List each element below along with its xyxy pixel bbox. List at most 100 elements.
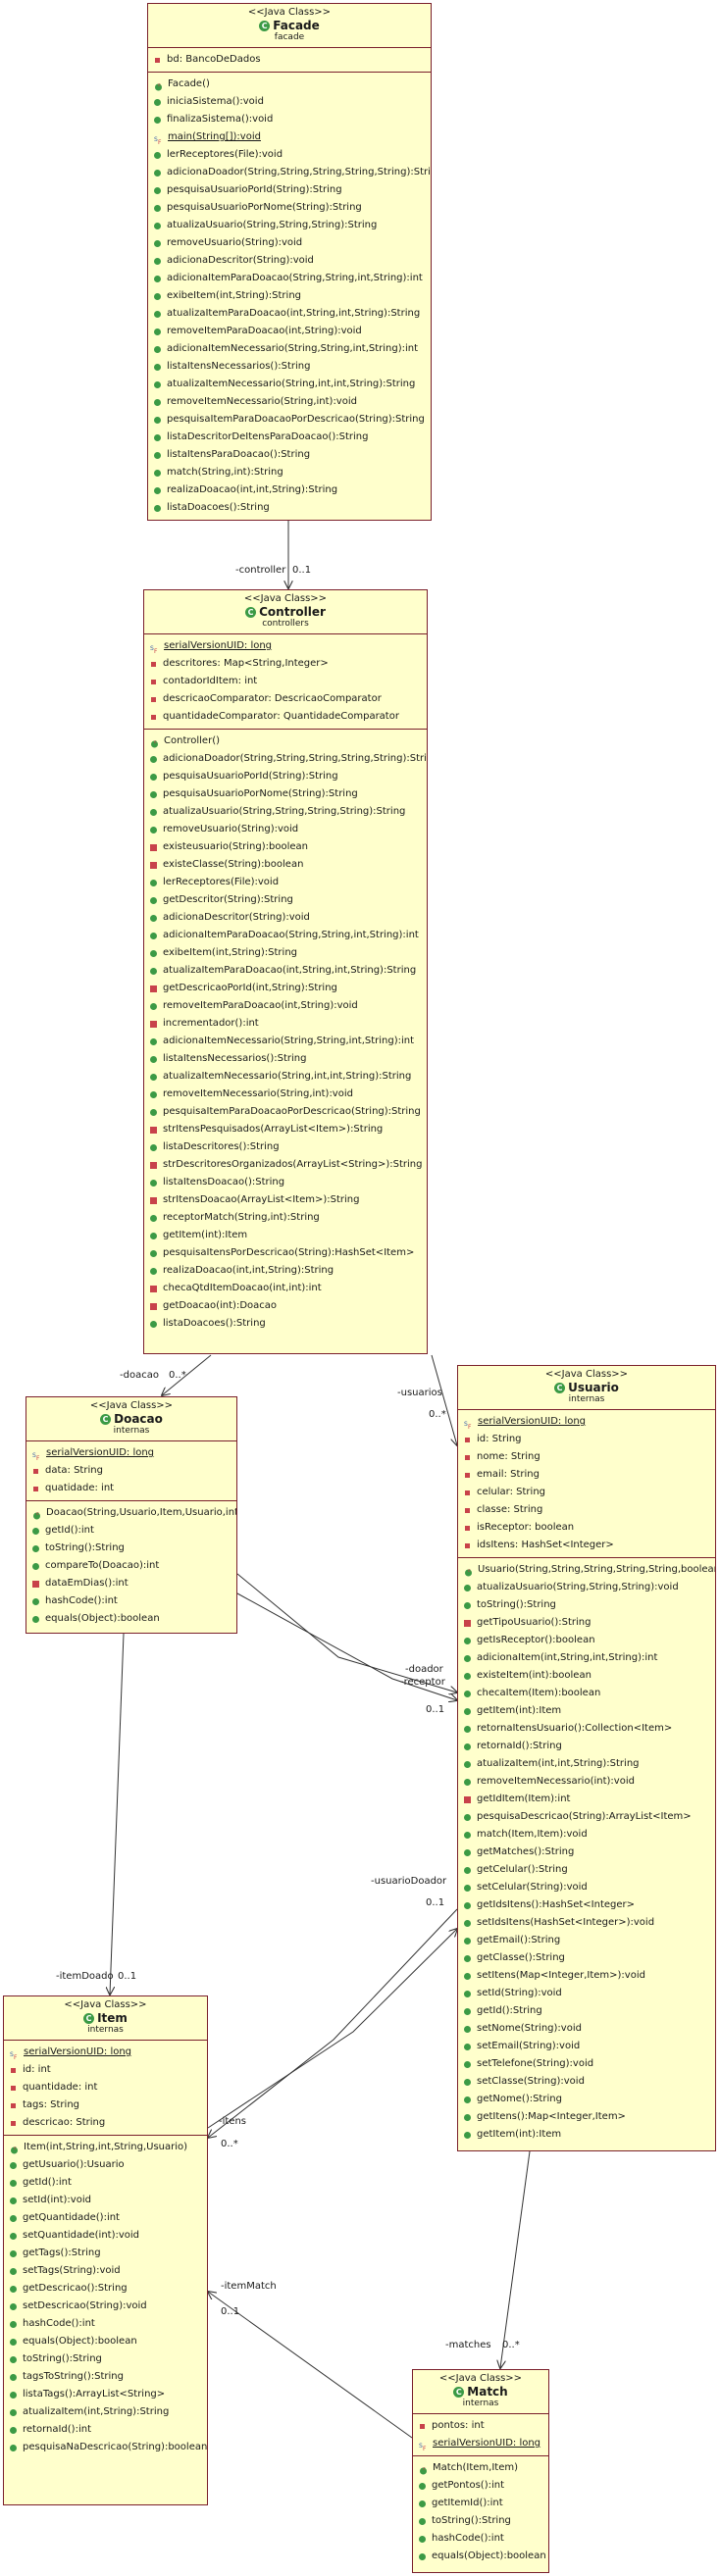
method-row[interactable]: hashCode():int — [4, 2315, 207, 2333]
method-row[interactable]: equals(Object):boolean — [26, 1610, 236, 1628]
field-row[interactable]: descricao: String — [4, 2114, 207, 2132]
method-row[interactable]: adicionaItemNecessario(String,String,int… — [148, 340, 431, 358]
method-row[interactable]: dataEmDias():int — [26, 1575, 236, 1592]
method-row[interactable]: adicionaItemParaDoacao(String,String,int… — [148, 270, 431, 287]
method-row[interactable]: strItensDoacao(ArrayList<Item>):String — [144, 1191, 427, 1209]
method-row[interactable]: removeUsuario(String):void — [148, 234, 431, 252]
method-row[interactable]: pesquisaNaDescricao(String):boolean — [4, 2439, 207, 2456]
method-row[interactable]: getItem(int):Item — [458, 2126, 715, 2144]
method-row[interactable]: listaTags():ArrayList<String> — [4, 2386, 207, 2403]
method-row[interactable]: setClasse(String):void — [458, 2073, 715, 2091]
method-row[interactable]: realizaDoacao(int,int,String):String — [144, 1262, 427, 1280]
method-row[interactable]: toString():String — [26, 1540, 236, 1557]
method-row[interactable]: atualizaUsuario(String,String,String):vo… — [458, 1579, 715, 1596]
method-row[interactable]: setIdsItens(HashSet<Integer>):void — [458, 1914, 715, 1932]
method-row[interactable]: getEmail():String — [458, 1932, 715, 1949]
field-row[interactable]: email: String — [458, 1466, 715, 1484]
method-row[interactable]: pesquisaItemParaDoacaoPorDescricao(Strin… — [148, 411, 431, 429]
method-row[interactable]: adicionaItem(int,String,int,String):int — [458, 1649, 715, 1667]
field-row[interactable]: tags: String — [4, 2096, 207, 2114]
method-row[interactable]: checaItem(Item):boolean — [458, 1685, 715, 1702]
field-row[interactable]: isReceptor: boolean — [458, 1519, 715, 1537]
field-row[interactable]: id: int — [4, 2061, 207, 2079]
method-row[interactable]: listaItensNecessarios():String — [148, 358, 431, 376]
method-row[interactable]: finalizaSistema():void — [148, 111, 431, 128]
method-row[interactable]: retornaItensUsuario():Collection<Item> — [458, 1720, 715, 1738]
method-row[interactable]: atualizaItem(int,int,String):String — [458, 1755, 715, 1773]
method-row[interactable]: setNome(String):void — [458, 2020, 715, 2038]
method-row[interactable]: match(Item,Item):void — [458, 1826, 715, 1844]
method-row[interactable]: listaItensNecessarios():String — [144, 1050, 427, 1068]
method-row[interactable]: lerReceptores(File):void — [144, 874, 427, 891]
method-row[interactable]: getDescricao():String — [4, 2280, 207, 2298]
method-row[interactable]: getTags():String — [4, 2245, 207, 2262]
method-row[interactable]: adicionaDescritor(String):void — [148, 252, 431, 270]
method-row[interactable]: getClasse():String — [458, 1949, 715, 1967]
method-row[interactable]: strItensPesquisados(ArrayList<Item>):Str… — [144, 1121, 427, 1138]
field-row[interactable]: idsItens: HashSet<Integer> — [458, 1537, 715, 1554]
method-row[interactable]: getId():int — [4, 2174, 207, 2192]
method-row[interactable]: setId(String):void — [458, 1985, 715, 2002]
method-row[interactable]: realizaDoacao(int,int,String):String — [148, 481, 431, 499]
method-row[interactable]: listaDescritores():String — [144, 1138, 427, 1156]
method-row[interactable]: exibeItem(int,String):String — [144, 944, 427, 962]
method-row[interactable]: getCelular():String — [458, 1861, 715, 1879]
method-row[interactable]: atualizaItemNecessario(String,int,int,St… — [144, 1068, 427, 1086]
method-row[interactable]: setCelular(String):void — [458, 1879, 715, 1896]
method-row[interactable]: pesquisaUsuarioPorNome(String):String — [148, 199, 431, 217]
method-row[interactable]: getTipoUsuario():String — [458, 1614, 715, 1632]
method-row[interactable]: adicionaItemNecessario(String,String,int… — [144, 1033, 427, 1050]
method-row[interactable]: getIdItem(Item):int — [458, 1791, 715, 1808]
method-row[interactable]: setTelefone(String):void — [458, 2055, 715, 2073]
method-row[interactable]: match(String,int):String — [148, 464, 431, 481]
method-row[interactable]: getQuantidade():int — [4, 2209, 207, 2227]
field-row[interactable]: descricaoComparator: DescricaoComparator — [144, 690, 427, 708]
method-row[interactable]: equals(Object):boolean — [413, 2548, 548, 2565]
method-row[interactable]: getIdsItens():HashSet<Integer> — [458, 1896, 715, 1914]
method-row[interactable]: atualizaItemParaDoacao(int,String,int,St… — [144, 962, 427, 980]
field-row[interactable]: data: String — [26, 1462, 236, 1480]
method-row[interactable]: getMatches():String — [458, 1844, 715, 1861]
method-row[interactable]: adicionaDoador(String,String,String,Stri… — [148, 164, 431, 181]
method-row[interactable]: pesquisaDescricao(String):ArrayList<Item… — [458, 1808, 715, 1826]
method-row[interactable]: atualizaUsuario(String,String,String):St… — [148, 217, 431, 234]
method-row[interactable]: listaItensDoacao():String — [144, 1174, 427, 1191]
method-row[interactable]: setTags(String):void — [4, 2262, 207, 2280]
method-row[interactable]: compareTo(Doacao):int — [26, 1557, 236, 1575]
method-row[interactable]: listaDoacoes():String — [148, 499, 431, 517]
method-row[interactable]: getPontos():int — [413, 2477, 548, 2495]
method-row[interactable]: getItens():Map<Integer,Item> — [458, 2108, 715, 2126]
method-row[interactable]: setQuantidade(int):void — [4, 2227, 207, 2245]
method-row[interactable]: strDescritoresOrganizados(ArrayList<Stri… — [144, 1156, 427, 1174]
method-row[interactable]: removeItemNecessario(String,int):void — [148, 393, 431, 411]
method-row[interactable]: getIsReceptor():boolean — [458, 1632, 715, 1649]
field-row[interactable]: pontos: int — [413, 2417, 548, 2435]
method-row[interactable]: removeUsuario(String):void — [144, 821, 427, 838]
method-row[interactable]: pesquisaItemParaDoacaoPorDescricao(Strin… — [144, 1103, 427, 1121]
method-row[interactable]: lerReceptores(File):void — [148, 146, 431, 164]
method-row[interactable]: hashCode():int — [26, 1592, 236, 1610]
method-row[interactable]: retornaId():int — [4, 2421, 207, 2439]
method-row[interactable]: toString():String — [413, 2512, 548, 2530]
method-row[interactable]: equals(Object):boolean — [4, 2333, 207, 2350]
method-row[interactable]: pesquisaUsuarioPorId(String):String — [144, 768, 427, 785]
method-row[interactable]: existeItem(int):boolean — [458, 1667, 715, 1685]
field-row[interactable]: bd: BancoDeDados — [148, 51, 431, 69]
method-row[interactable]: iniciaSistema():void — [148, 93, 431, 111]
field-row[interactable]: quantidade: int — [4, 2079, 207, 2096]
